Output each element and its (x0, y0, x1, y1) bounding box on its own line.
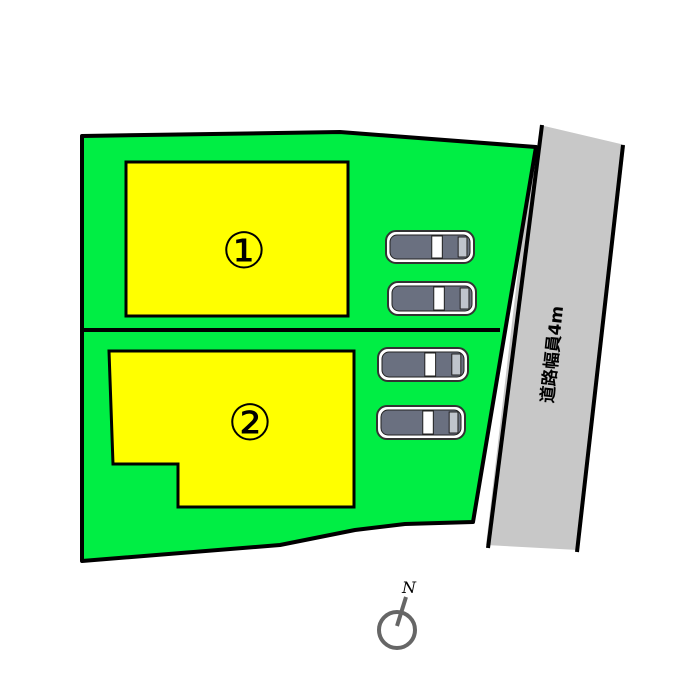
building-lot-1 (124, 160, 350, 318)
car-windshield (431, 235, 443, 259)
car-rear-window (457, 236, 468, 258)
car-windshield (424, 352, 437, 377)
car-roof (380, 409, 462, 436)
car-icon (376, 405, 466, 440)
road-edge-right (575, 144, 625, 553)
car-windshield (422, 410, 434, 435)
car-rear-window (448, 411, 459, 434)
north-compass: N (377, 578, 417, 650)
compass-north-label: N (401, 578, 417, 597)
car-icon (377, 347, 469, 382)
car-rear-window (459, 287, 470, 310)
road-edge-left (486, 124, 544, 549)
lot-1-label: ① (222, 222, 267, 280)
lot-2-label: ② (228, 394, 273, 452)
building-lot-2 (107, 349, 356, 509)
car-icon (385, 230, 475, 264)
car-windshield (433, 286, 445, 311)
compass-needle (395, 596, 408, 627)
car-rear-window (451, 353, 462, 376)
car-icon (387, 281, 477, 316)
car-roof (381, 351, 465, 378)
car-roof (389, 234, 471, 260)
parking-cars (376, 230, 477, 440)
car-roof (391, 285, 473, 312)
compass-circle (377, 610, 417, 650)
